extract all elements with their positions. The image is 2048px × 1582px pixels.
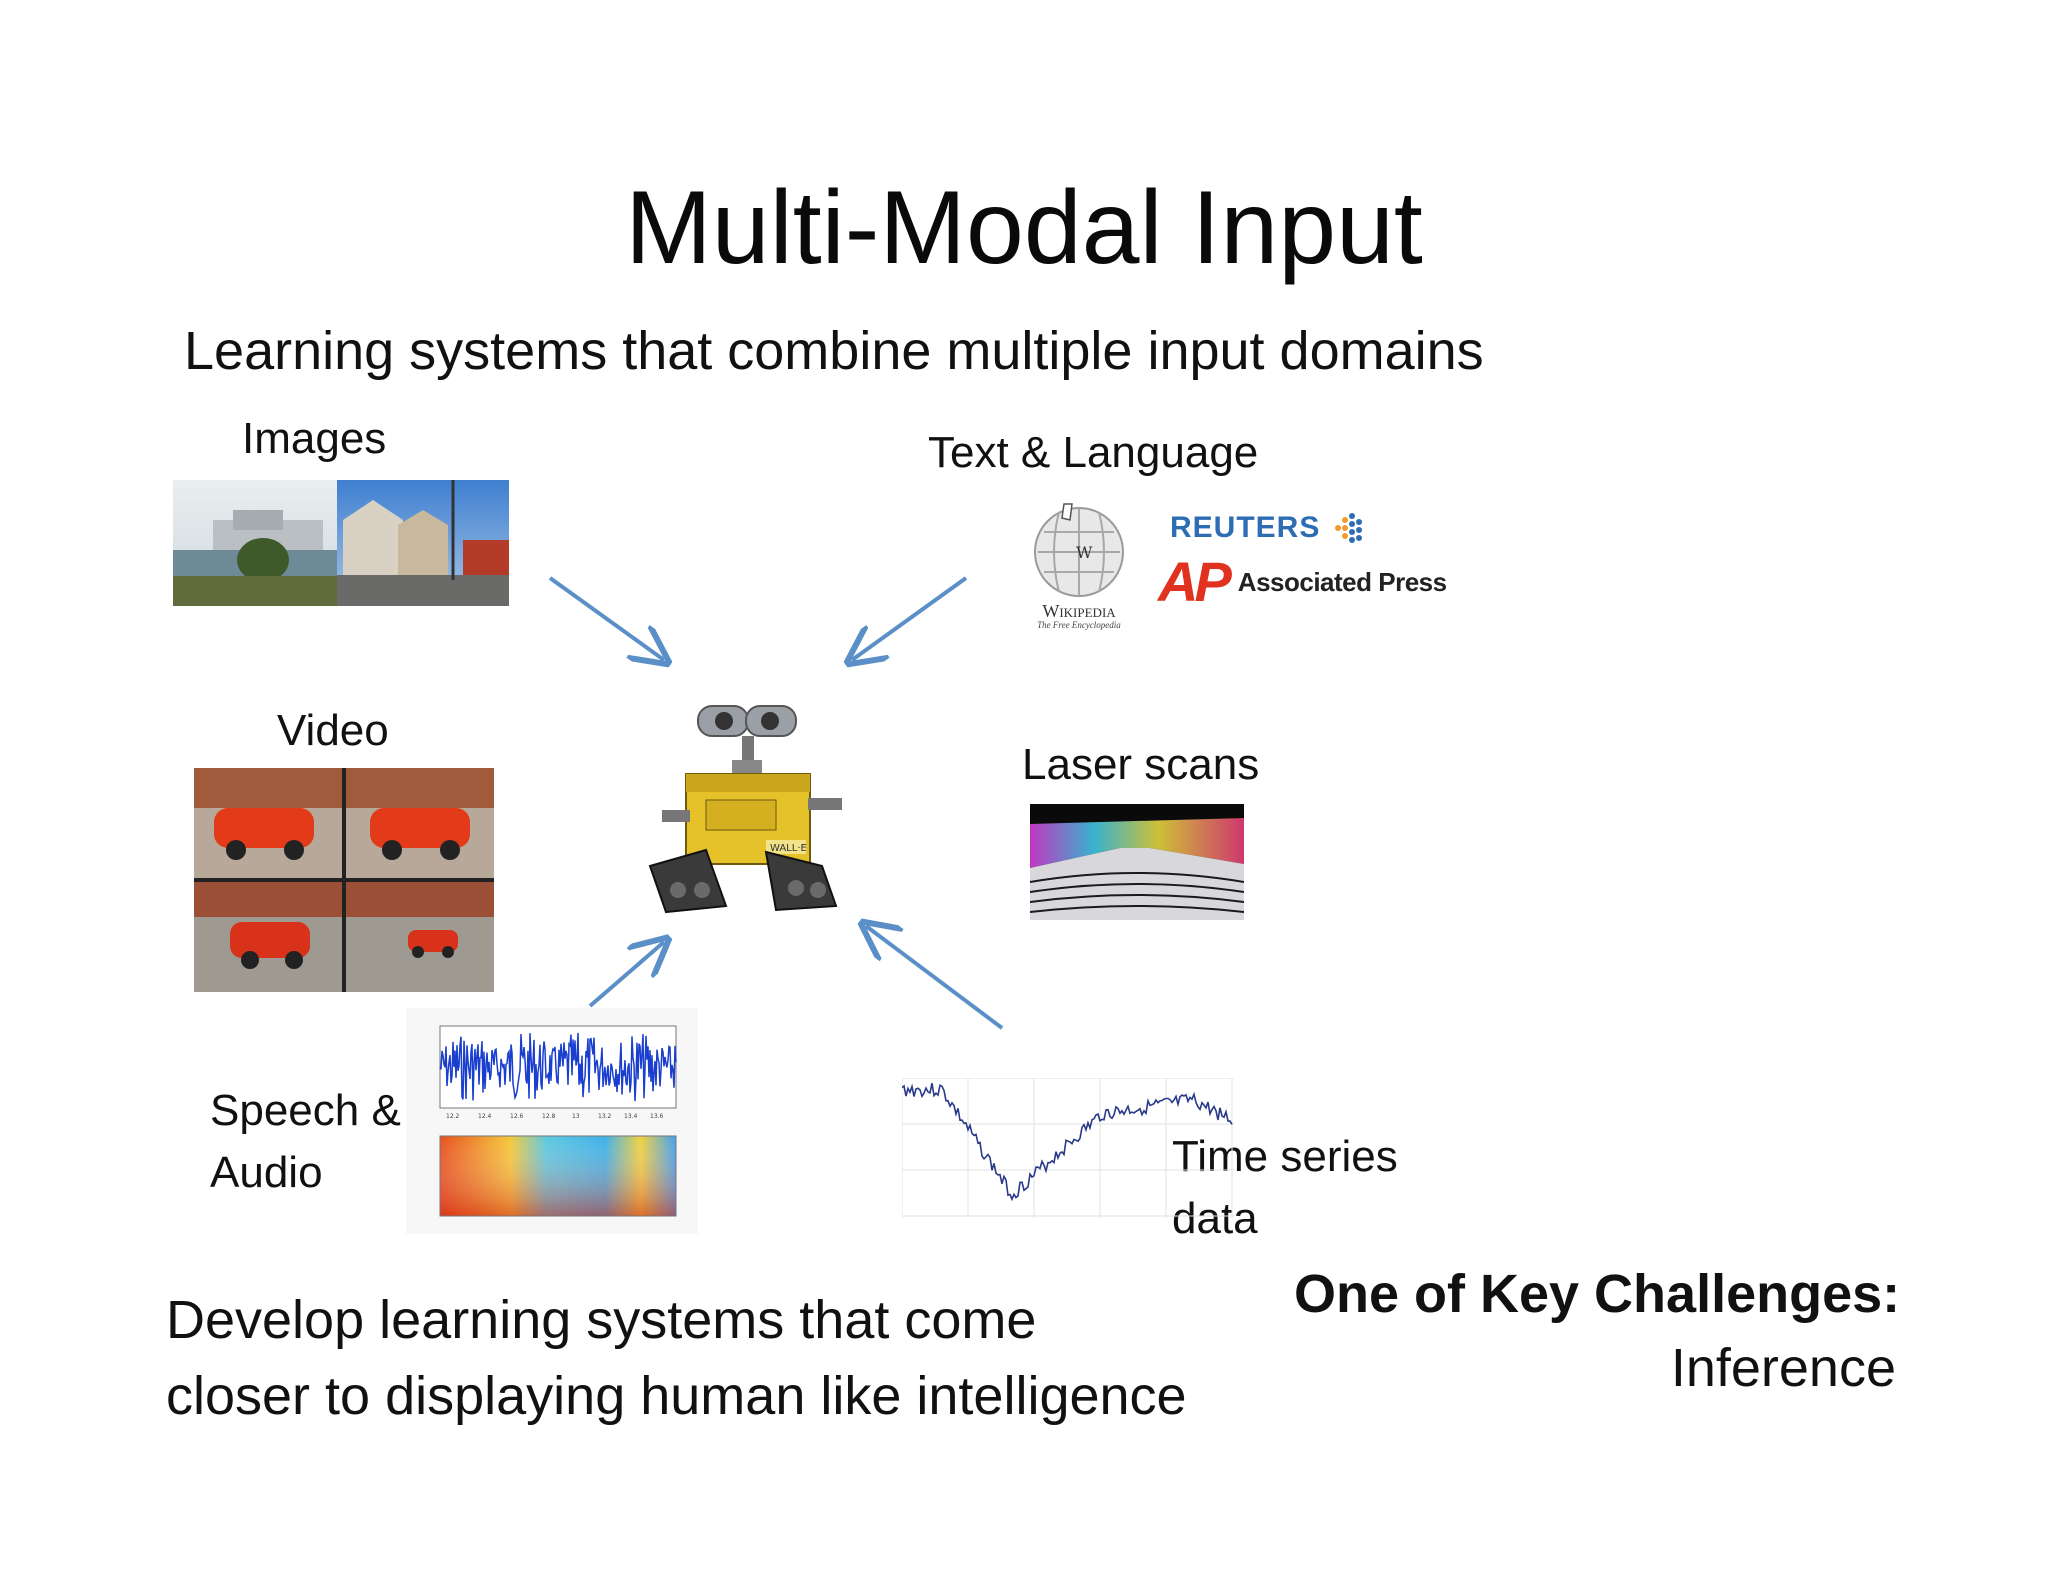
ap-logo-icon: AP xyxy=(1158,550,1232,613)
arrow-text xyxy=(852,576,968,660)
svg-text:12.8: 12.8 xyxy=(542,1113,556,1120)
wikipedia-globe-icon: W xyxy=(1034,503,1124,597)
reuters-dots-icon xyxy=(1335,513,1363,543)
label-speech-line2: Audio xyxy=(210,1148,323,1197)
ap-wordmark: Associated Press xyxy=(1237,566,1447,597)
label-speech-audio: Speech & Audio xyxy=(210,1084,401,1200)
svg-text:13.4: 13.4 xyxy=(624,1113,638,1120)
ap-logo: AP Associated Press xyxy=(1158,550,1447,613)
slide-title: Multi-Modal Input xyxy=(625,170,1423,286)
label-speech-line1: Speech & xyxy=(210,1086,401,1135)
svg-text:13.2: 13.2 xyxy=(598,1113,612,1120)
svg-text:12.6: 12.6 xyxy=(510,1113,524,1120)
bottom-statement: Develop learning systems that come close… xyxy=(166,1282,1187,1434)
svg-text:W: W xyxy=(1076,543,1093,562)
time-series-plot xyxy=(902,1078,1234,1218)
label-time-series-line1: Time series xyxy=(1172,1132,1398,1181)
wikipedia-tagline: The Free Encyclopedia xyxy=(1037,620,1121,630)
svg-text:12.4: 12.4 xyxy=(478,1113,492,1120)
label-images: Images xyxy=(242,414,387,463)
wikipedia-logo: W Wikipedia The Free Encyclopedia xyxy=(1024,502,1134,630)
audio-waveform xyxy=(439,1032,677,1102)
robot-badge: WALL·E xyxy=(770,843,807,854)
images-thumbnail xyxy=(173,480,509,606)
reuters-wordmark: REUTERS xyxy=(1170,511,1321,544)
slide-subtitle: Learning systems that combine multiple i… xyxy=(184,321,1484,381)
label-text-language: Text & Language xyxy=(928,428,1259,477)
label-time-series: Time series data xyxy=(1172,1130,1398,1246)
challenge-answer: Inference xyxy=(1670,1338,1896,1398)
arrow-timeseries xyxy=(866,926,1004,1030)
reuters-logo: REUTERS xyxy=(1170,508,1366,548)
challenge-title: One of Key Challenges: xyxy=(1294,1264,1901,1324)
svg-text:13: 13 xyxy=(572,1113,580,1120)
time-series-line xyxy=(902,1083,1233,1202)
label-laser-scans: Laser scans xyxy=(1022,740,1260,789)
video-thumbnail xyxy=(194,768,494,992)
svg-text:12.2: 12.2 xyxy=(446,1113,460,1120)
laser-scan-image xyxy=(1030,804,1244,920)
svg-text:13.6: 13.6 xyxy=(650,1113,664,1120)
label-time-series-line2: data xyxy=(1172,1194,1258,1243)
bottom-line2: closer to displaying human like intellig… xyxy=(166,1366,1187,1426)
arrow-audio xyxy=(588,942,664,1008)
audio-plot: 12.2 12.4 12.6 12.8 13 13.2 13.4 13.6 xyxy=(406,1008,698,1234)
bottom-line1: Develop learning systems that come xyxy=(166,1290,1037,1350)
robot-icon: WALL·E xyxy=(646,700,850,916)
label-video: Video xyxy=(277,706,389,755)
arrow-images xyxy=(548,576,664,660)
wikipedia-name: Wikipedia xyxy=(1042,601,1116,621)
